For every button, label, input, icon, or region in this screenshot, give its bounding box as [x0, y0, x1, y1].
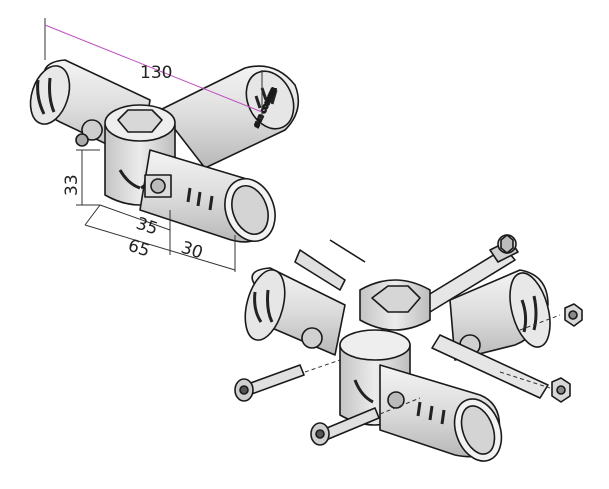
assembly-guides [304, 314, 561, 415]
nut-right-lower [551, 377, 571, 403]
exploded-connector [234, 234, 583, 462]
dimension-130: 130 [140, 63, 172, 83]
dimension-35: 35 [133, 214, 160, 240]
tube-right [449, 269, 551, 361]
bolt-left [234, 364, 305, 402]
clamp-plate-front [431, 334, 549, 399]
arm-back-right: Ø42 CORNER [159, 65, 300, 169]
arm-front-right [139, 149, 276, 243]
tube-left [244, 267, 346, 356]
nut-right-upper [564, 303, 583, 327]
bolt-bottom [310, 407, 380, 446]
tube-front-right [379, 364, 503, 462]
dimension-lines [44, 18, 263, 272]
rod-top [294, 239, 366, 291]
assembled-connector: Ø42 CORNER [29, 59, 300, 243]
top-ring [359, 279, 431, 331]
dimension-33: 33 [62, 174, 82, 196]
dimension-65: 65 [125, 236, 152, 262]
